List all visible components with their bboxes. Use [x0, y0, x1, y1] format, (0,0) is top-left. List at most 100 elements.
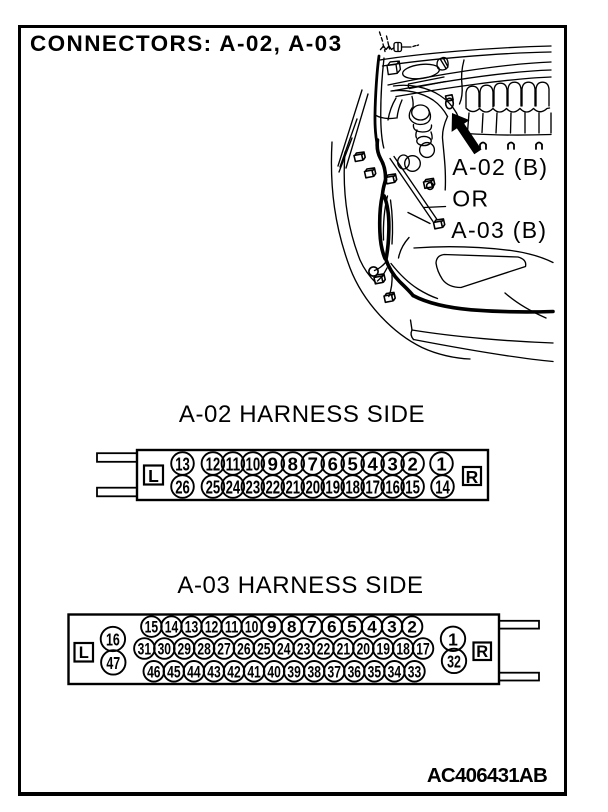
a03-pin-3-label: 3 — [387, 618, 396, 637]
a03-pin-43-label: 43 — [207, 662, 220, 681]
a03-pin-5-label: 5 — [347, 618, 356, 637]
a03-pin-7-label: 7 — [307, 618, 316, 637]
a02-pin-25-label: 25 — [206, 477, 221, 498]
a03-pin-2 — [400, 615, 424, 638]
a02-pin-15-label: 15 — [405, 477, 420, 498]
fender-lines — [337, 89, 369, 173]
apron-edge — [373, 54, 385, 149]
a03-pin-20-label: 20 — [357, 640, 370, 659]
a03-pin-9-label: 9 — [267, 618, 276, 637]
a02-pin-18 — [340, 474, 365, 499]
strut-area — [374, 56, 449, 120]
a02-pin-1-label: 1 — [436, 454, 446, 475]
clip-boxes — [353, 151, 446, 304]
a03-left-marker — [73, 641, 95, 663]
harness-thick — [375, 138, 555, 314]
a03-pin-41-label: 41 — [247, 662, 260, 681]
a02-pin-20 — [300, 474, 326, 499]
callout-or: OR — [452, 186, 489, 212]
figure-code: AC406431AB — [426, 764, 548, 787]
a03-pin-2-label: 2 — [407, 618, 416, 637]
a02-pin-20-label: 20 — [305, 477, 320, 498]
a02-pin-5-label: 5 — [348, 454, 358, 475]
grille-lines — [409, 292, 554, 363]
prop-rod — [389, 155, 447, 225]
a02-pin-10-label: 10 — [246, 454, 261, 475]
a02-pin-17 — [360, 474, 385, 499]
a03-pin-31-label: 31 — [138, 640, 151, 659]
a03-pin-39-label: 39 — [287, 662, 300, 681]
a03-pin-18-label: 18 — [396, 640, 409, 659]
a03-pin-14-label: 14 — [165, 618, 179, 637]
a03-pin-16-label: 16 — [106, 630, 120, 650]
a03-pin-19-label: 19 — [376, 640, 389, 659]
a02-pin-22 — [260, 474, 286, 499]
a03-pin-32-label: 32 — [447, 651, 461, 671]
a03-harness-label: A-03 HARNESS SIDE — [177, 572, 424, 599]
a03-pin-32 — [440, 647, 468, 675]
a02-pin-17-label: 17 — [365, 477, 380, 498]
callout-a03: A-03 (B) — [451, 217, 547, 243]
a03-pin-37-label: 37 — [328, 662, 341, 681]
a02-pin-23-label: 23 — [246, 477, 261, 498]
a03-pin-47-label: 47 — [106, 653, 120, 673]
a02-pin-18-label: 18 — [345, 477, 360, 498]
coil-stack — [397, 104, 436, 172]
a03-pin-35-label: 35 — [368, 662, 381, 681]
bumper-arcs — [330, 141, 471, 360]
a02-pin-8-label: 8 — [288, 454, 298, 475]
a02-pin-21 — [280, 474, 306, 499]
a03-prong-2 — [498, 671, 540, 682]
a03-pin-21-label: 21 — [337, 640, 350, 659]
a02-right-marker-label: R — [466, 467, 479, 487]
a03-pin-1-label: 1 — [448, 629, 458, 649]
a02-pin-19-label: 19 — [325, 477, 340, 498]
a02-pin-7-label: 7 — [308, 454, 318, 475]
a03-pin-8-label: 8 — [287, 618, 296, 637]
a03-pin-47 — [100, 649, 127, 676]
a02-pin-2-label: 2 — [407, 454, 417, 475]
a02-pin-15 — [400, 474, 425, 499]
a03-pin-10-label: 10 — [245, 618, 258, 637]
a02-pin-12-label: 12 — [206, 454, 221, 475]
a03-pin-45-label: 45 — [167, 662, 180, 681]
a03-pin-40-label: 40 — [267, 662, 280, 681]
a03-pin-26-label: 26 — [237, 640, 250, 659]
a03-pin-1 — [439, 625, 467, 652]
a02-prong-1 — [96, 452, 138, 463]
a03-pin-42-label: 42 — [227, 662, 240, 681]
a03-pin-16 — [99, 625, 127, 653]
a03-pin-25-label: 25 — [257, 640, 270, 659]
a02-pin-24-label: 24 — [226, 477, 241, 498]
a02-pin-14-label: 14 — [435, 477, 450, 498]
a02-pin-23 — [240, 474, 266, 499]
a02-pin-13-label: 13 — [175, 454, 190, 475]
pointer-arrow — [451, 113, 482, 155]
engine-bay-illustration: A-02 (B) OR A-03 (B) — [330, 31, 555, 363]
a02-pin-3-label: 3 — [387, 454, 397, 475]
a03-pin-46-label: 46 — [147, 662, 160, 681]
target-connector — [444, 94, 455, 110]
a03-pin-17-label: 17 — [416, 640, 429, 659]
cowl-lines — [379, 45, 552, 98]
bolt-callout — [378, 31, 420, 53]
a03-pin-24-label: 24 — [277, 640, 291, 659]
a02-pin-26 — [170, 474, 195, 499]
a02-pin-6-label: 6 — [328, 454, 338, 475]
callout-a02: A-02 (B) — [452, 154, 548, 180]
a03-pin-4-label: 4 — [367, 618, 377, 637]
a03-pin-33-label: 33 — [408, 662, 421, 681]
a02-pin-24 — [220, 474, 246, 499]
a02-pin-22-label: 22 — [266, 477, 281, 498]
a03-pin-23-label: 23 — [297, 640, 310, 659]
a02-harness-label: A-02 HARNESS SIDE — [178, 400, 426, 428]
a02-pin-9-label: 9 — [268, 454, 278, 475]
a03-pin-28-label: 28 — [197, 640, 210, 659]
a03-pin-17 — [411, 637, 435, 660]
a02-prong-2 — [96, 486, 138, 498]
a02-pin-21-label: 21 — [285, 477, 300, 498]
a03-pin-29-label: 29 — [177, 640, 190, 659]
a02-pin-14 — [430, 474, 455, 499]
